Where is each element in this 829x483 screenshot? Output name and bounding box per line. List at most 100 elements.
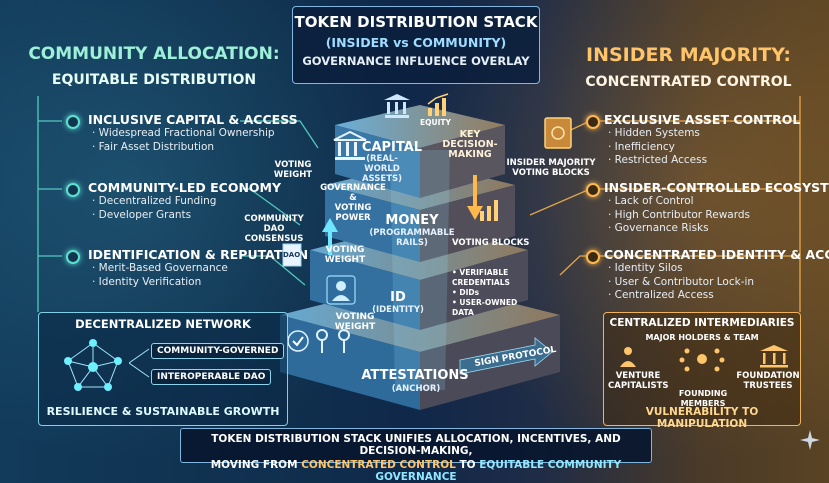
bank-icon: [333, 130, 367, 160]
foundation-trustees-label: FOUNDATION TRUSTEES: [736, 371, 800, 391]
summary-line-2: MOVING FROM CONCENTRATED CONTROL TO EQUI…: [181, 459, 651, 483]
vw-line: VOTING: [325, 245, 365, 255]
community-dao-consensus-label: COMMUNITY DAO CONSENSUS: [234, 214, 314, 244]
left-section-identity: IDENTIFICATION & REPUTATION · Merit-Base…: [88, 247, 308, 289]
attestations-title: ATTESTATIONS: [361, 368, 469, 383]
ivb-line: INSIDER MAJORITY: [506, 158, 596, 168]
vw-line: VOTING: [335, 312, 375, 322]
dao-icon-label: DAO: [283, 251, 301, 259]
summary-text: MOVING FROM: [210, 459, 302, 471]
ft-line: TRUSTEES: [743, 381, 793, 391]
dao-line: COMMUNITY: [244, 214, 304, 224]
main-subtitle: (INSIDER vs COMMUNITY): [325, 35, 507, 50]
interoperable-dao-tag: INTEROPERABLE DAO: [151, 369, 272, 385]
token-stack-diagram: [280, 105, 560, 410]
governance-voting-power-label: GOVERNANCE & VOTING POWER: [318, 183, 388, 223]
money-sub: (PROGRAMMABLE RAILS): [368, 228, 456, 248]
section-item: · Widespread Fractional Ownership: [92, 127, 275, 139]
community-governed-tag: COMMUNITY-GOVERNED: [151, 343, 285, 359]
section-item: · Developer Grants: [92, 208, 192, 221]
money-sub-line: RAILS): [396, 238, 428, 248]
decentralized-network-title: DECENTRALIZED NETWORK: [75, 317, 251, 331]
section-title: CONCENTRATED IDENTITY & ACCESS: [604, 247, 829, 262]
institution-icon: [384, 94, 410, 118]
section-item: · Identity Verification: [92, 275, 202, 288]
main-title: TOKEN DISTRIBUTION STACK: [294, 13, 538, 31]
section-item: · High Contributor Rewards: [608, 208, 750, 221]
safe-vault-icon: [544, 117, 572, 149]
user-avatar-icon: [326, 275, 356, 305]
cred-line: CREDENTIALS: [452, 278, 510, 287]
dao-document-icon: [282, 243, 302, 267]
dao-line: DAO CONSENSUS: [244, 224, 304, 244]
major-holders-label: MAJOR HOLDERS & TEAM: [645, 333, 759, 342]
attestation-icons: [287, 329, 350, 353]
bullet-node-icon: [66, 250, 80, 264]
community-title: COMMUNITY ALLOCATION:: [28, 44, 280, 64]
title-panel: TOKEN DISTRIBUTION STACK (INSIDER vs COM…: [292, 6, 540, 84]
key-line: KEY: [459, 129, 481, 140]
bullet-node-icon: [586, 250, 600, 264]
insider-voting-blocks-label: INSIDER MAJORITY VOTING BLOCKS: [506, 158, 596, 178]
bullet-node-icon: [66, 115, 80, 129]
money-title: MONEY: [385, 213, 439, 228]
centralized-intermediaries-panel: CENTRALIZED INTERMEDIARIES MAJOR HOLDERS…: [603, 312, 801, 430]
overlay-title: GOVERNANCE INFLUENCE OVERLAY: [302, 54, 530, 68]
vw-line: VOTING: [274, 160, 312, 170]
connector-lines: [37, 96, 801, 312]
centralized-intermediaries-title: CENTRALIZED INTERMEDIARIES: [609, 317, 795, 329]
id-sub: (IDENTITY): [372, 305, 424, 315]
community-subtitle: EQUITABLE DISTRIBUTION: [51, 72, 257, 88]
section-item: · Hidden Systems: [608, 127, 700, 139]
bullet-node-icon: [586, 115, 600, 129]
section-item: · Governance Risks: [608, 222, 709, 234]
id-credentials-list: • VERIFIABLE CREDENTIALS • DIDs • USER-O…: [452, 268, 528, 318]
left-section-economy: COMMUNITY-LED ECONOMY · Decentralized Fu…: [88, 180, 281, 222]
section-item: · Centralized Access: [608, 289, 714, 301]
key-line: MAKING: [448, 149, 492, 160]
voting-weight-label: VOTING WEIGHT: [268, 160, 318, 180]
vw-line: WEIGHT: [334, 322, 376, 332]
summary-line-1: TOKEN DISTRIBUTION STACK UNIFIES ALLOCAT…: [211, 433, 621, 457]
section-item: · Restricted Access: [608, 154, 708, 166]
section-title: COMMUNITY-LED ECONOMY: [88, 180, 282, 195]
section-title: EXCLUSIVE ASSET CONTROL: [604, 112, 801, 127]
resilience-footer: RESILIENCE & SUSTAINABLE GROWTH: [46, 405, 280, 418]
section-item: · Merit-Based Governance: [92, 262, 228, 274]
network-graph-icon: [64, 339, 122, 391]
vulnerability-footer: VULNERABILITY TO MANIPULATION: [645, 406, 759, 430]
community-heading: COMMUNITY ALLOCATION: EQUITABLE DISTRIBU…: [14, 44, 294, 88]
vc-line: CAPITALISTS: [608, 381, 669, 391]
cred-line: • USER-OWNED DATA: [452, 298, 518, 317]
cred-line: • VERIFIABLE: [452, 268, 509, 277]
ft-line: FOUNDATION: [736, 371, 800, 381]
left-section-capital: INCLUSIVE CAPITAL & ACCESS · Widespread …: [88, 112, 298, 154]
gov-line: VOTING POWER: [334, 203, 372, 223]
section-item: · Identity Silos: [608, 262, 683, 274]
key-line: DECISION-: [442, 139, 498, 150]
decentralized-network-panel: DECENTRALIZED NETWORK COMMUNITY-GOVERNED…: [38, 312, 288, 426]
section-item: · User & Contributor Lock-in: [608, 275, 755, 288]
bullet-node-icon: [66, 183, 80, 197]
capital-sub: (REAL-WORLD ASSETS): [352, 154, 412, 184]
founding-members-label: FOUNDING MEMBERS: [678, 389, 728, 408]
vw-line: WEIGHT: [273, 170, 313, 180]
concentrated-control-highlight: CONCENTRATED CONTROL: [301, 459, 456, 471]
growth-chart-icon: [480, 200, 498, 221]
section-item: · Lack of Control: [608, 195, 694, 207]
key-decision-making-label: KEY DECISION- MAKING: [440, 130, 500, 160]
section-item: · Inefficiency: [608, 140, 675, 153]
summary-text: TO: [455, 459, 480, 471]
vc-line: VENTURE: [615, 371, 661, 381]
money-sub-line: (PROGRAMMABLE: [369, 228, 455, 238]
insider-subtitle: CONCENTRATED CONTROL: [585, 74, 792, 90]
venture-capitalists-label: VENTURE CAPITALISTS: [608, 371, 669, 391]
right-section-ecosystem: INSIDER-CONTROLLED ECOSYSTEM · Lack of C…: [604, 180, 829, 236]
connector-lines: [129, 348, 150, 378]
capital-sub-line: ASSETS): [361, 174, 403, 184]
equity-label: EQUITY: [420, 118, 451, 127]
insider-heading: INSIDER MAJORITY: CONCENTRATED CONTROL: [556, 44, 821, 90]
vw-line: WEIGHT: [324, 255, 366, 265]
ivb-line: VOTING BLOCKS: [512, 168, 590, 178]
right-section-identity: CONCENTRATED IDENTITY & ACCESS · Identit…: [604, 247, 829, 303]
